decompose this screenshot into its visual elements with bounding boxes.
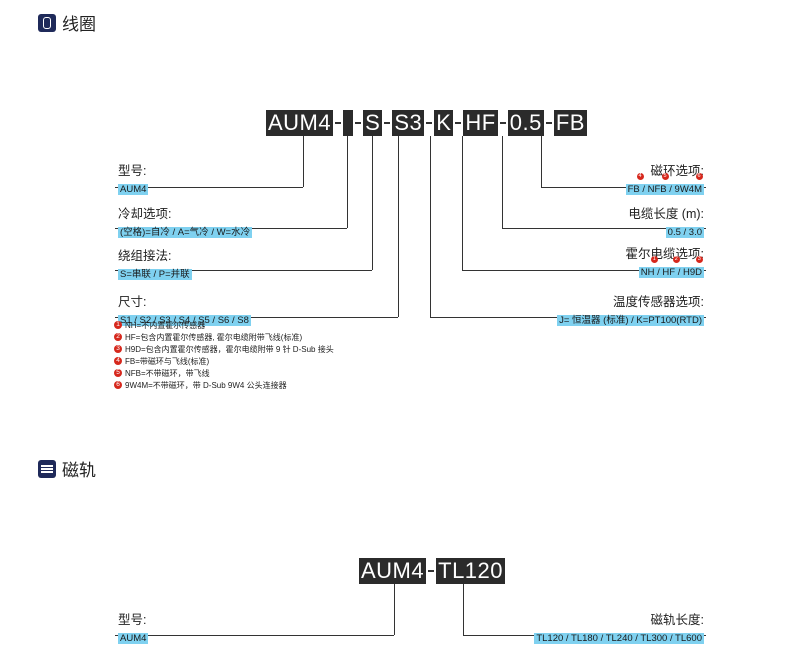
option-cooling-label: 冷却选项:	[118, 207, 172, 221]
connector-model-h	[115, 187, 303, 188]
option-hall-value: NH / HF / H9D	[638, 267, 704, 278]
footnote-marker: 6	[114, 381, 122, 389]
connector-hall-h	[462, 270, 706, 271]
option-cable: 电缆长度 (m): 0.5 / 3.0	[628, 203, 704, 240]
connector-cable-h	[502, 228, 706, 229]
code-seg-temp: K	[434, 110, 454, 136]
rail-option-length-label: 磁轨长度:	[650, 613, 704, 627]
option-hall: 霍尔电缆选项: 1 2 3 NH / HF / H9D	[626, 243, 704, 280]
footnote-text: 9W4M=不带磁环，带 D-Sub 9W4 公头连接器	[125, 380, 287, 390]
option-size: 尺寸: S1 / S2 / S3 / S4 / S5 / S6 / S8	[118, 291, 251, 328]
footnote-marker: 4	[114, 357, 122, 365]
connector-winding-h	[115, 270, 372, 271]
option-winding-label: 绕组接法:	[118, 249, 172, 263]
connector-size-v	[398, 136, 399, 317]
footnote-marker: 3	[114, 345, 122, 353]
rail-option-length-value: TL120 / TL180 / TL240 / TL300 / TL600	[534, 633, 704, 644]
code-dash	[499, 122, 506, 124]
marker-3: 3	[695, 256, 703, 263]
rail-connector-length-v	[463, 584, 464, 635]
option-model: 型号: AUM4	[118, 160, 149, 197]
connector-cable-v	[502, 136, 503, 228]
marker-5: 5	[661, 173, 669, 180]
connector-model-v	[303, 136, 304, 187]
code-dash	[355, 122, 362, 124]
rail-option-model-label: 型号:	[118, 613, 147, 627]
connector-size-h	[115, 317, 398, 318]
option-ring-value: FB / NFB / 9W4M	[625, 184, 704, 195]
option-ring: 磁环选项: 4 5 6 FB / NFB / 9W4M	[625, 160, 704, 197]
option-temp-value: J= 恒温器 (标准) / K=PT100(RTD)	[557, 315, 704, 326]
option-ring-value-wrap: 4 5 6 FB / NFB / 9W4M	[625, 173, 704, 197]
connector-ring-h	[541, 187, 706, 188]
footnote-marker: 2	[114, 333, 122, 341]
section-title-coil-text: 线圈	[62, 15, 96, 34]
rail-option-length: 磁轨长度: TL120 / TL180 / TL240 / TL300 / TL…	[534, 609, 704, 646]
footnote-text: FB=带磁环与飞线(标准)	[125, 356, 210, 366]
option-temp: 温度传感器选项: J= 恒温器 (标准) / K=PT100(RTD)	[557, 291, 704, 328]
code-seg-size: S3	[392, 110, 425, 136]
section-title-rail: 磁轨	[38, 456, 96, 481]
marker-2: 2	[672, 256, 680, 263]
marker-4: 4	[636, 173, 644, 180]
option-size-label: 尺寸:	[118, 295, 147, 309]
code-dash	[384, 122, 391, 124]
code-seg-model: AUM4	[266, 110, 334, 136]
connector-cooling-v	[347, 136, 348, 228]
marker-6: 6	[695, 173, 703, 180]
rail-option-model: 型号: AUM4	[118, 609, 149, 646]
option-winding-value: S=串联 / P=并联	[118, 269, 192, 280]
rail-option-model-value: AUM4	[118, 633, 149, 644]
marker-1: 1	[650, 256, 658, 263]
rail-icon	[38, 459, 56, 478]
code-dash	[428, 570, 435, 572]
rail-connector-model-v	[394, 584, 395, 635]
footnote-marker: 5	[114, 369, 122, 377]
code-dash	[455, 122, 462, 124]
connector-hall-v	[462, 136, 463, 270]
option-winding: 绕组接法: S=串联 / P=并联	[118, 245, 192, 282]
code-seg-cooling	[343, 110, 354, 136]
footnote-text: NFB=不带磁环，带飞线	[125, 368, 210, 378]
footnote-marker: 1	[114, 321, 122, 329]
footnote-text: H9D=包含内置霍尔传感器，霍尔电缆附带 9 针 D-Sub 接头	[125, 344, 334, 354]
code-seg-cable: 0.5	[507, 110, 544, 136]
option-hall-value-wrap: 1 2 3 NH / HF / H9D	[638, 256, 704, 280]
code-seg-hall: HF	[463, 110, 498, 136]
footnote-text: NH=不内置霍尔传感器	[125, 320, 206, 330]
option-cable-label: 电缆长度 (m):	[628, 207, 704, 221]
code-dash	[545, 122, 552, 124]
option-temp-label: 温度传感器选项:	[613, 295, 704, 309]
connector-ring-v	[541, 136, 542, 187]
option-model-value: AUM4	[118, 184, 149, 195]
coil-code-bar: AUM4 S S3 K HF 0.5 FB	[266, 110, 587, 136]
code-dash	[426, 122, 433, 124]
code-seg-winding: S	[363, 110, 383, 136]
rail-code-seg-length: TL120	[436, 558, 506, 584]
option-cable-value: 0.5 / 3.0	[665, 227, 704, 238]
code-seg-ring: FB	[553, 110, 587, 136]
connector-temp-v	[430, 136, 431, 317]
section-title-coil: 线圈	[38, 10, 96, 35]
coil-icon	[38, 13, 56, 32]
option-cooling-value: (空格)=自冷 / A=气冷 / W=水冷	[118, 227, 253, 238]
rail-connector-model-h	[115, 635, 394, 636]
code-dash	[335, 122, 342, 124]
rail-code-seg-model: AUM4	[359, 558, 427, 584]
option-hall-label: 霍尔电缆选项:	[625, 247, 704, 261]
option-cooling: 冷却选项: (空格)=自冷 / A=气冷 / W=水冷	[118, 203, 253, 240]
footnote-text: HF=包含内置霍尔传感器, 霍尔电缆附带飞线(标准)	[125, 332, 303, 342]
rail-code-bar: AUM4 TL120	[359, 558, 506, 584]
connector-winding-v	[372, 136, 373, 270]
option-model-label: 型号:	[118, 164, 147, 178]
section-title-rail-text: 磁轨	[62, 461, 96, 480]
option-size-value: S1 / S2 / S3 / S4 / S5 / S6 / S8	[118, 315, 251, 326]
